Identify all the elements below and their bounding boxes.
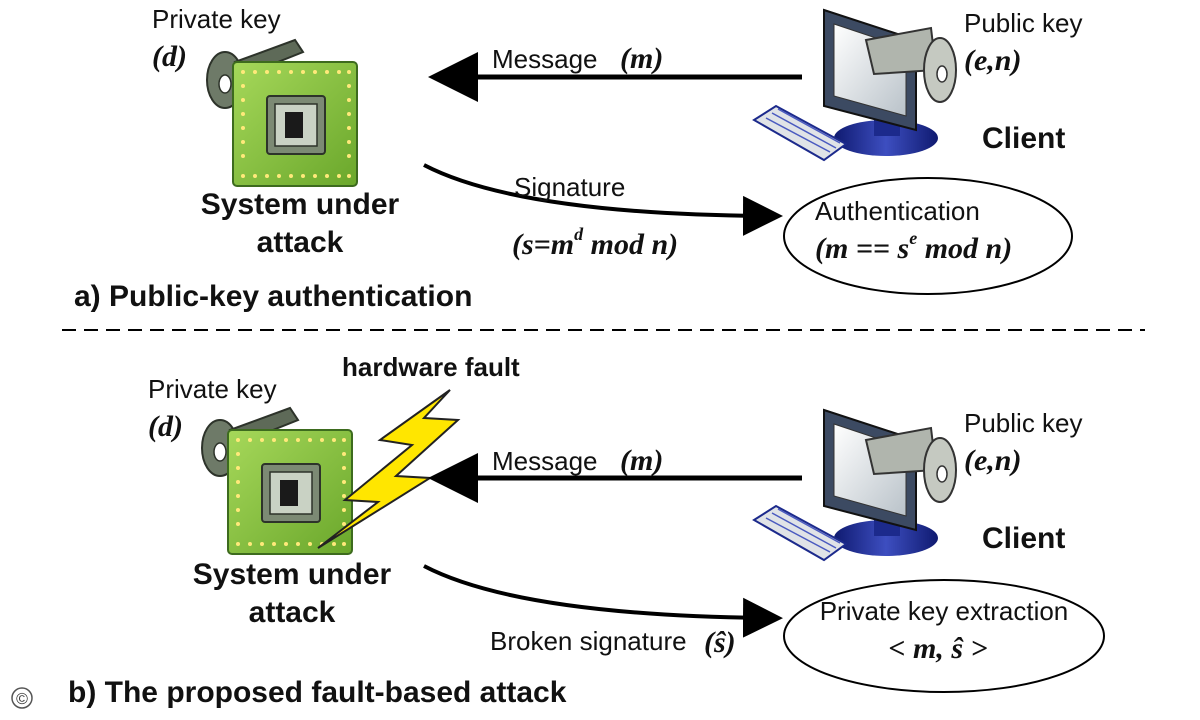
private-key-symbol-b: (d) — [148, 410, 183, 443]
system-under-attack-line1-b: System under — [193, 558, 392, 591]
panel-b: Private key (d) hardware fault System un… — [68, 352, 1105, 709]
broken-signature-label: Broken signature — [490, 626, 687, 656]
public-key-label-b: Public key — [964, 408, 1083, 438]
system-under-attack-line1: System under — [201, 188, 400, 221]
public-key-symbol: (e,n) — [964, 44, 1021, 77]
extraction-label: Private key extraction — [820, 596, 1069, 626]
panel-a: Private key (d) System under attack Mess… — [74, 4, 1083, 313]
private-key-label-b: Private key — [148, 374, 277, 404]
system-under-attack-line2-b: attack — [249, 596, 336, 629]
hardware-fault-label: hardware fault — [342, 352, 520, 382]
message-label: Message — [492, 44, 598, 74]
client-computer-icon — [753, 9, 957, 161]
client-label-b: Client — [982, 522, 1065, 555]
caption-b: b) The proposed fault-based attack — [68, 676, 567, 709]
signature-label: Signature — [514, 172, 625, 202]
message-symbol: (m) — [620, 42, 663, 75]
public-key-symbol-b: (e,n) — [964, 444, 1021, 477]
lightning-icon — [317, 389, 461, 549]
private-key-symbol: (d) — [152, 40, 187, 73]
client-computer-icon-b — [753, 409, 957, 561]
private-key-label: Private key — [152, 4, 281, 34]
watermark-badge — [11, 687, 33, 709]
signature-arrow — [423, 163, 783, 236]
caption-a: a) Public-key authentication — [74, 280, 472, 313]
public-key-label: Public key — [964, 8, 1083, 38]
watermark-symbol: © — [16, 691, 28, 708]
authentication-ellipse — [783, 177, 1073, 295]
message-label-b: Message — [492, 446, 598, 476]
broken-signature-arrow — [423, 564, 783, 638]
authentication-label: Authentication — [815, 196, 980, 226]
broken-signature-symbol: (ŝ) — [704, 626, 736, 659]
client-label: Client — [982, 122, 1065, 155]
extraction-ellipse — [783, 579, 1105, 693]
chip-key-icon — [206, 39, 358, 187]
extraction-formula: < m, ŝ > — [888, 632, 987, 665]
message-symbol-b: (m) — [620, 444, 663, 477]
chip-key-icon-b — [201, 407, 353, 555]
system-under-attack-line2: attack — [257, 226, 344, 259]
authentication-formula: (m == se mod n) — [815, 228, 1012, 265]
signature-formula: (s=md mod n) — [512, 224, 678, 261]
